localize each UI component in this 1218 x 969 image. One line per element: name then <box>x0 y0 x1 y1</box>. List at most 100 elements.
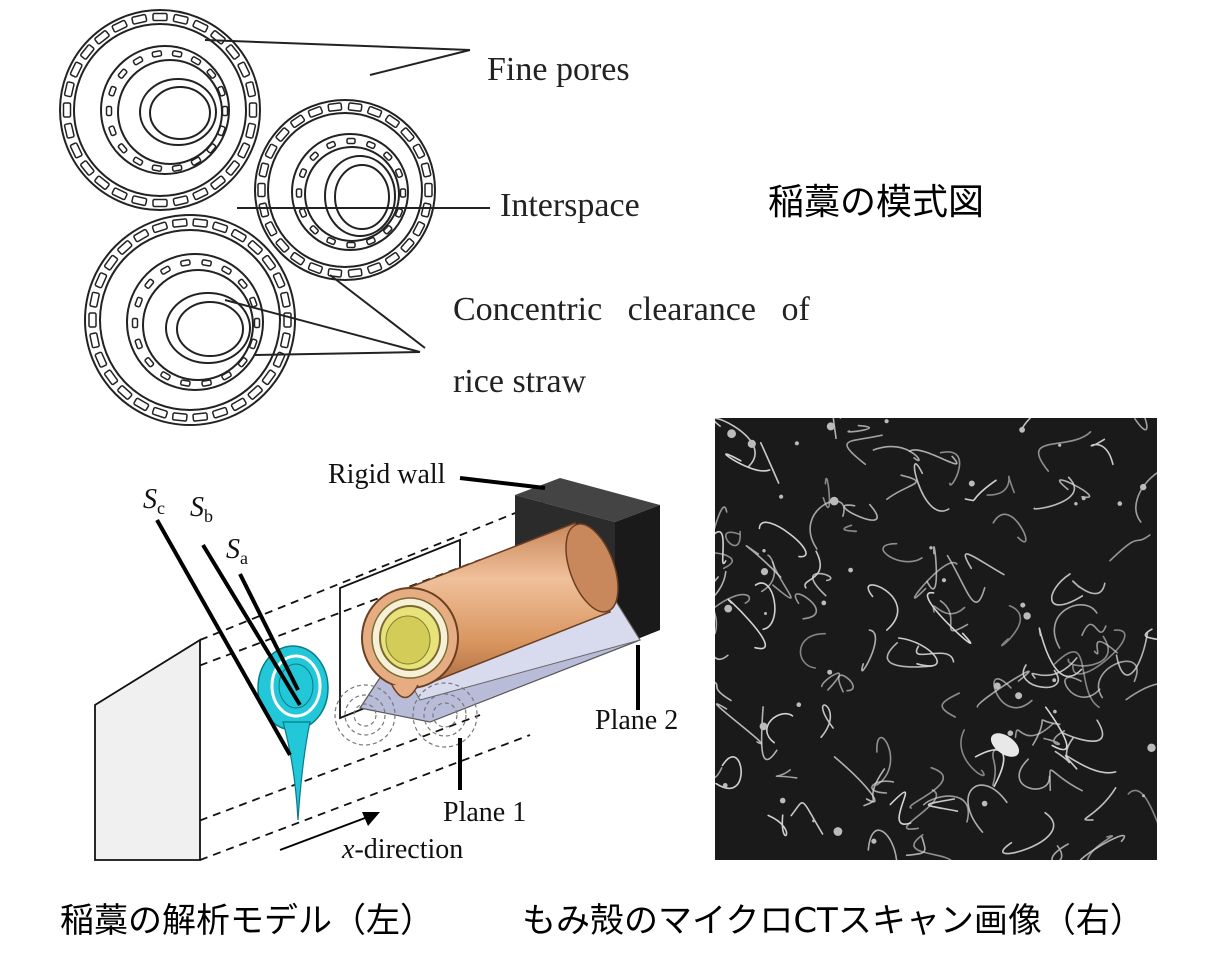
ct-strand <box>992 513 1027 543</box>
ct-strand <box>811 572 832 597</box>
ct-speck <box>779 494 784 499</box>
pore <box>144 278 155 289</box>
ct-strand <box>1086 835 1114 860</box>
ct-strand <box>790 801 824 835</box>
ct-speck <box>1007 730 1014 736</box>
ct-strand <box>820 704 834 739</box>
ct-strand <box>715 570 727 597</box>
pore <box>132 156 144 166</box>
pore <box>133 228 150 243</box>
pore <box>272 272 286 289</box>
ct-speck <box>1117 501 1123 506</box>
pore <box>171 218 188 228</box>
ct-strand <box>832 418 842 440</box>
pore <box>230 228 247 243</box>
ct-strand <box>946 554 986 603</box>
pore <box>298 168 308 179</box>
pore <box>275 127 290 142</box>
label-concentric-line1: Concentric clearance of <box>453 291 810 328</box>
ct-speck <box>1052 678 1057 683</box>
label-concentric-line2: rice straw <box>453 363 587 400</box>
pore <box>307 262 324 274</box>
pore <box>180 259 191 267</box>
ct-strand <box>915 645 955 663</box>
ct-strand <box>939 600 969 632</box>
ct-strand <box>993 678 1033 709</box>
pore <box>160 371 171 381</box>
pore <box>111 19 128 33</box>
pore <box>192 187 209 201</box>
pore <box>275 238 290 253</box>
ct-strand <box>1084 787 1117 821</box>
pore <box>217 85 226 97</box>
ct-strand <box>1031 657 1078 679</box>
pore <box>420 162 432 178</box>
pore <box>152 12 168 22</box>
ct-strand <box>909 766 944 809</box>
ct-strand <box>1018 758 1051 790</box>
pore <box>225 44 240 60</box>
ct-strand <box>1050 573 1084 606</box>
ct-strand <box>1144 628 1157 641</box>
pore <box>247 240 263 255</box>
pore <box>248 102 258 118</box>
ct-strand <box>1051 843 1069 860</box>
pore <box>290 114 306 129</box>
ct-speck <box>760 568 769 576</box>
pore <box>261 254 277 271</box>
ct-strand <box>725 453 771 472</box>
straw-cross-section-2 <box>254 99 436 281</box>
pore <box>144 357 155 368</box>
ct-strand <box>986 475 1015 496</box>
x-italic: x <box>341 834 355 865</box>
pore <box>365 236 376 246</box>
pore <box>103 254 119 271</box>
pore <box>212 406 229 419</box>
pore <box>272 351 286 368</box>
pore <box>192 218 209 228</box>
ct-strand <box>847 424 870 433</box>
ct-strand <box>837 674 854 693</box>
ct-strand <box>766 713 794 744</box>
s-a-base: S <box>226 534 240 565</box>
ct-speck <box>833 827 843 836</box>
pore <box>258 202 270 218</box>
ct-strand <box>967 784 1008 833</box>
ct-strand <box>974 749 1005 788</box>
ct-strand <box>867 584 899 631</box>
ct-strand <box>715 654 729 660</box>
ct-strand <box>1134 418 1148 431</box>
ct-strand <box>809 500 845 550</box>
ct-speck <box>1074 502 1078 506</box>
ct-strand <box>727 598 767 650</box>
ct-speck <box>848 567 853 573</box>
pore <box>133 397 150 412</box>
ct-strand <box>926 546 938 590</box>
pore <box>326 236 337 246</box>
ct-strand <box>771 561 792 599</box>
pore <box>366 262 383 274</box>
pore <box>171 164 183 172</box>
pore <box>192 412 209 422</box>
pore <box>257 182 266 198</box>
micro-ct-scan-image <box>715 418 1157 860</box>
ct-speck <box>1147 743 1156 752</box>
ct-speck <box>1140 483 1147 491</box>
pore <box>307 106 324 118</box>
pore <box>394 207 404 218</box>
s-b-sub: b <box>204 506 213 526</box>
pore <box>210 175 226 190</box>
ct-strand <box>715 593 751 609</box>
pore <box>103 369 119 386</box>
ct-strand <box>889 791 912 825</box>
pore <box>326 140 337 150</box>
pore <box>201 379 212 387</box>
ct-strand <box>1062 719 1104 742</box>
pore <box>172 195 189 207</box>
ct-strand <box>1067 635 1109 667</box>
ct-strand <box>1081 623 1107 637</box>
ct-speck <box>762 549 766 553</box>
ct-strand <box>775 769 798 779</box>
ct-strand <box>1053 651 1100 709</box>
